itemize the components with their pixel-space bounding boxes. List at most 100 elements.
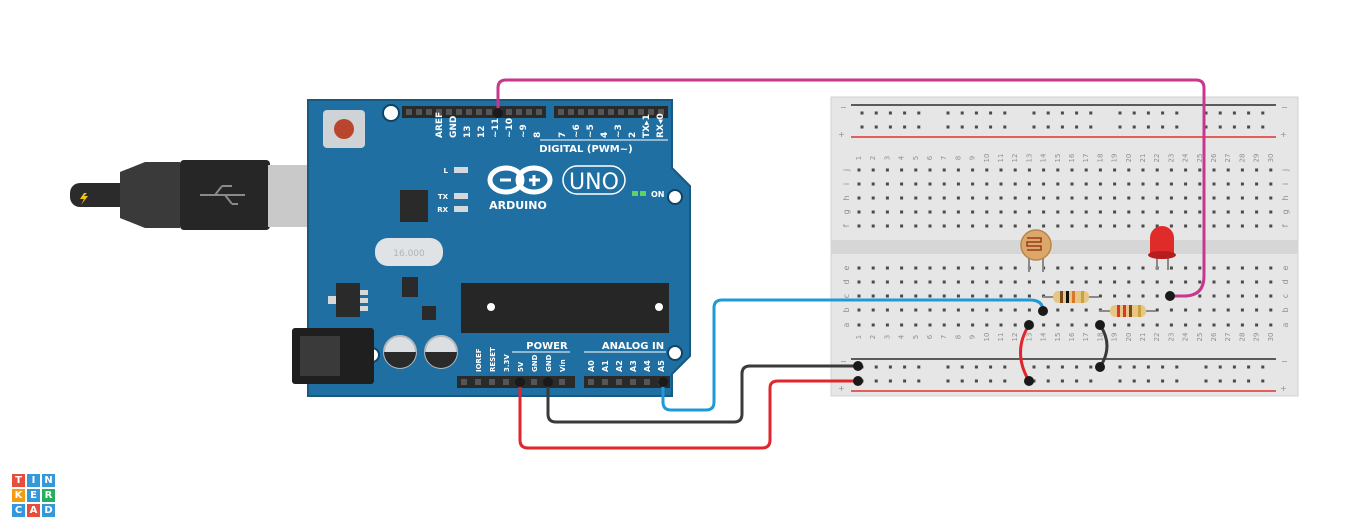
breadboard-hole[interactable] [1141, 280, 1145, 284]
breadboard-hole[interactable] [1003, 111, 1007, 115]
breadboard-hole[interactable] [1127, 294, 1131, 298]
breadboard-hole[interactable] [1226, 323, 1230, 327]
breadboard-hole[interactable] [1089, 111, 1093, 115]
breadboard-hole[interactable] [1255, 280, 1259, 284]
breadboard-hole[interactable] [1118, 379, 1122, 383]
breadboard-hole[interactable] [1184, 266, 1188, 270]
breadboard-hole[interactable] [1013, 182, 1017, 186]
header-hole[interactable] [461, 379, 467, 385]
breadboard-hole[interactable] [1056, 182, 1060, 186]
breadboard-hole[interactable] [914, 308, 918, 312]
breadboard-hole[interactable] [928, 308, 932, 312]
breadboard-hole[interactable] [1027, 182, 1031, 186]
breadboard-hole[interactable] [1198, 196, 1202, 200]
header-hole[interactable] [644, 379, 650, 385]
breadboard-hole[interactable] [1184, 182, 1188, 186]
breadboard-hole[interactable] [1098, 280, 1102, 284]
breadboard-hole[interactable] [1127, 210, 1131, 214]
breadboard-hole[interactable] [1084, 224, 1088, 228]
breadboard-hole[interactable] [1212, 294, 1216, 298]
breadboard-hole[interactable] [1232, 111, 1236, 115]
breadboard-hole[interactable] [1084, 182, 1088, 186]
breadboard-hole[interactable] [1070, 168, 1074, 172]
breadboard-hole[interactable] [1113, 266, 1117, 270]
breadboard-hole[interactable] [985, 323, 989, 327]
breadboard-hole[interactable] [1212, 308, 1216, 312]
breadboard-hole[interactable] [1204, 125, 1208, 129]
header-hole[interactable] [628, 109, 634, 115]
breadboard-hole[interactable] [1155, 196, 1159, 200]
breadboard-hole[interactable] [1204, 111, 1208, 115]
breadboard-hole[interactable] [1070, 196, 1074, 200]
breadboard-hole[interactable] [974, 111, 978, 115]
breadboard-hole[interactable] [956, 196, 960, 200]
breadboard-hole[interactable] [1240, 182, 1244, 186]
breadboard-hole[interactable] [857, 224, 861, 228]
breadboard-hole[interactable] [956, 224, 960, 228]
breadboard-hole[interactable] [1198, 182, 1202, 186]
breadboard-hole[interactable] [1255, 224, 1259, 228]
breadboard-hole[interactable] [871, 168, 875, 172]
breadboard-hole[interactable] [885, 308, 889, 312]
wire-endpoint[interactable] [493, 108, 503, 118]
breadboard-hole[interactable] [1075, 125, 1079, 129]
breadboard-hole[interactable] [928, 294, 932, 298]
breadboard-hole[interactable] [1198, 323, 1202, 327]
breadboard-hole[interactable] [1141, 266, 1145, 270]
breadboard-hole[interactable] [1127, 224, 1131, 228]
wire-gnd-to-rail[interactable] [546, 364, 858, 424]
breadboard-hole[interactable] [1056, 308, 1060, 312]
breadboard-hole[interactable] [917, 365, 921, 369]
breadboard-hole[interactable] [914, 182, 918, 186]
wire-endpoint[interactable] [543, 377, 553, 387]
breadboard-hole[interactable] [1118, 365, 1122, 369]
breadboard-hole[interactable] [1084, 210, 1088, 214]
wire-endpoint[interactable] [1095, 320, 1105, 330]
breadboard-hole[interactable] [1198, 308, 1202, 312]
breadboard-hole[interactable] [1132, 125, 1136, 129]
breadboard-hole[interactable] [956, 168, 960, 172]
header-hole[interactable] [658, 109, 664, 115]
breadboard-hole[interactable] [1141, 224, 1145, 228]
breadboard-hole[interactable] [1056, 210, 1060, 214]
breadboard-hole[interactable] [903, 125, 907, 129]
breadboard-hole[interactable] [1027, 224, 1031, 228]
breadboard-hole[interactable] [1269, 323, 1273, 327]
breadboard-hole[interactable] [1161, 379, 1165, 383]
breadboard-hole[interactable] [857, 210, 861, 214]
breadboard-hole[interactable] [1113, 280, 1117, 284]
breadboard-hole[interactable] [900, 168, 904, 172]
breadboard-hole[interactable] [1098, 266, 1102, 270]
breadboard-hole[interactable] [960, 365, 964, 369]
breadboard-hole[interactable] [946, 111, 950, 115]
header-hole[interactable] [578, 109, 584, 115]
breadboard-hole[interactable] [871, 294, 875, 298]
breadboard-hole[interactable] [917, 125, 921, 129]
breadboard-hole[interactable] [1184, 308, 1188, 312]
breadboard-hole[interactable] [917, 379, 921, 383]
breadboard-hole[interactable] [1127, 196, 1131, 200]
breadboard-hole[interactable] [985, 196, 989, 200]
wire-endpoint[interactable] [658, 377, 668, 387]
breadboard-hole[interactable] [1075, 365, 1079, 369]
breadboard-hole[interactable] [985, 168, 989, 172]
breadboard-hole[interactable] [942, 280, 946, 284]
breadboard-hole[interactable] [885, 196, 889, 200]
breadboard-hole[interactable] [1098, 210, 1102, 214]
breadboard-hole[interactable] [900, 308, 904, 312]
photoresistor[interactable] [1020, 229, 1052, 272]
breadboard-hole[interactable] [857, 196, 861, 200]
breadboard-hole[interactable] [1070, 323, 1074, 327]
wire-endpoint[interactable] [853, 361, 863, 371]
breadboard-hole[interactable] [1056, 323, 1060, 327]
breadboard-hole[interactable] [1255, 294, 1259, 298]
breadboard-hole[interactable] [1013, 323, 1017, 327]
breadboard-hole[interactable] [1169, 168, 1173, 172]
breadboard-hole[interactable] [914, 266, 918, 270]
breadboard-hole[interactable] [1240, 224, 1244, 228]
header-hole[interactable] [486, 109, 492, 115]
header-hole[interactable] [466, 109, 472, 115]
breadboard-hole[interactable] [1127, 168, 1131, 172]
breadboard-hole[interactable] [1247, 365, 1251, 369]
